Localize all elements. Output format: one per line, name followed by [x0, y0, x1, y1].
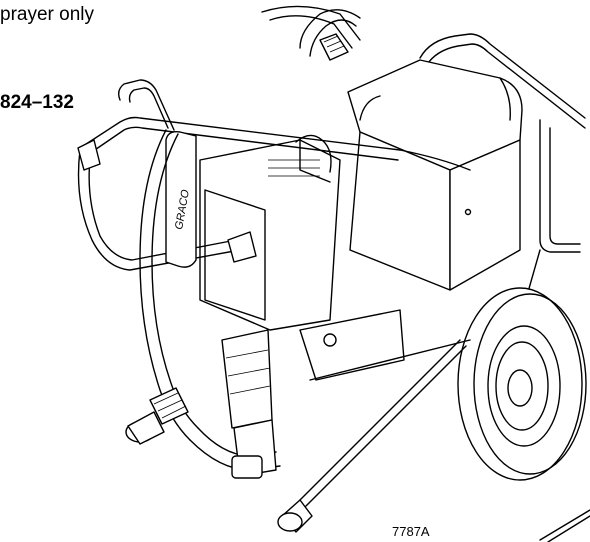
left-hose-loop	[140, 130, 280, 470]
front-handle-frame	[78, 80, 470, 270]
caption-fragment: prayer only	[0, 4, 94, 25]
figure-number: 7787A	[392, 524, 430, 539]
cart-wheel	[458, 288, 586, 480]
intake-tube	[222, 330, 276, 478]
motor-housing	[348, 60, 522, 290]
graco-panel	[166, 132, 196, 267]
tip-cap-left	[126, 412, 164, 444]
top-hoses	[262, 6, 360, 60]
lower-rails	[300, 340, 590, 542]
model-number: 824–132	[0, 92, 74, 113]
rear-cart-frame	[420, 34, 585, 320]
foot-cap	[278, 500, 312, 532]
